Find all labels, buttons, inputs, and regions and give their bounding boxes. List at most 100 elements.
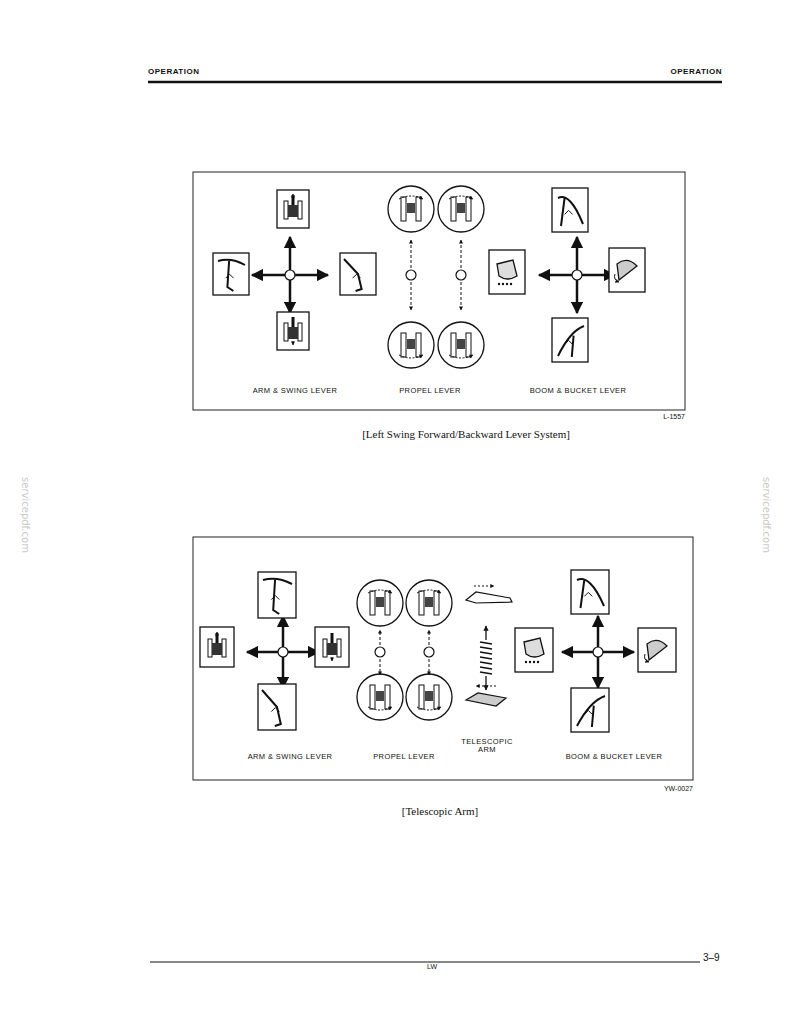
icon-box	[200, 627, 234, 667]
motion-arrow	[293, 194, 294, 198]
lever-arrow	[485, 626, 486, 640]
track	[416, 197, 421, 221]
motion-arrow	[217, 632, 218, 636]
watermark: servicepdf.com	[20, 477, 31, 553]
machine-body	[288, 327, 298, 339]
track	[323, 639, 327, 657]
lever-knob	[285, 270, 295, 280]
lever-arrow	[290, 274, 328, 277]
lever-arrow	[461, 240, 462, 268]
spill-dot	[506, 283, 508, 285]
motion-arrow	[565, 340, 573, 344]
track	[419, 591, 424, 615]
icon-box	[571, 570, 609, 614]
track	[222, 639, 226, 657]
lever-label: PROPEL LEVER	[399, 387, 461, 395]
lever-arrow	[289, 237, 292, 275]
machine-body	[376, 691, 384, 701]
machine-body	[288, 205, 298, 217]
icon-box	[571, 688, 609, 732]
lever-arrow	[539, 274, 577, 277]
lever-arrow	[252, 274, 290, 277]
icon-box	[277, 190, 309, 228]
spring-coil	[480, 672, 492, 674]
track	[434, 591, 439, 615]
lever-arrow	[461, 282, 462, 310]
figure-caption: [Telescopic Arm]	[402, 805, 479, 817]
track	[298, 323, 302, 341]
lever-arrow	[576, 237, 579, 275]
icon-box	[340, 253, 376, 295]
track	[401, 333, 406, 357]
machine-arm	[292, 317, 295, 327]
spill-dot	[537, 661, 539, 663]
arm-sketch	[558, 197, 583, 226]
propel-circle	[438, 322, 484, 368]
motion-arrow	[399, 355, 423, 358]
figure-code: YW-0027	[664, 785, 693, 793]
telescopic-arm-sketch	[466, 693, 506, 706]
machine-body	[376, 597, 384, 607]
motion-arrow	[271, 596, 279, 600]
lever-arrow	[380, 659, 381, 675]
lever-label: BOOM & BUCKET LEVER	[530, 387, 627, 395]
bucket	[617, 260, 637, 280]
track	[419, 685, 424, 709]
motion-arrow	[368, 707, 392, 710]
motion-arrow	[615, 274, 620, 282]
lever-arrow	[411, 240, 412, 268]
motion-arrow	[226, 274, 234, 278]
bucket	[524, 638, 544, 657]
lever-knob	[375, 647, 385, 657]
spring-coil	[480, 642, 492, 644]
track	[298, 201, 302, 219]
panel-frame	[193, 537, 693, 780]
header-text: OPERATION	[148, 68, 199, 77]
motion-arrow	[332, 657, 333, 661]
bucket	[647, 640, 667, 660]
lever-label: BOOM & BUCKET LEVER	[566, 753, 663, 761]
icon-box	[552, 318, 588, 362]
arm-sketch	[577, 579, 604, 608]
header-text: OPERATION	[671, 68, 722, 77]
icon-box	[258, 572, 296, 618]
track	[416, 333, 421, 357]
arm-sketch	[218, 260, 245, 291]
icon-box	[489, 250, 525, 294]
icon-box	[609, 248, 645, 292]
lever-arrow	[411, 282, 412, 310]
lever-label: TELESCOPIC ARM	[457, 738, 517, 755]
track	[385, 591, 390, 615]
lever-arrow	[429, 630, 430, 645]
figure-caption: [Left Swing Forward/Backward Lever Syste…	[362, 428, 570, 440]
icon-box	[315, 627, 349, 667]
lever-arrow	[576, 275, 579, 313]
spill-dot	[533, 661, 535, 663]
lever-knob	[278, 647, 288, 657]
footer-rule	[150, 962, 700, 963]
track	[284, 201, 288, 219]
motion-arrow	[417, 590, 441, 593]
lever-label: PROPEL LEVER	[373, 753, 435, 761]
machine-arm	[292, 195, 295, 205]
track	[434, 685, 439, 709]
motion-arrow	[353, 274, 361, 278]
machine-arm	[216, 633, 219, 643]
spill-dot	[529, 661, 531, 663]
lever-knob	[424, 647, 434, 657]
machine-arm	[331, 633, 334, 643]
machine-body	[425, 691, 433, 701]
icon-box	[515, 628, 553, 672]
telescopic-arm-sketch	[466, 592, 512, 603]
spill-dot	[498, 283, 500, 285]
machine-body	[457, 203, 465, 213]
lever-knob	[406, 270, 416, 280]
track	[284, 323, 288, 341]
arm-sketch	[558, 326, 584, 357]
motion-arrow	[449, 196, 473, 199]
icon-box	[552, 188, 588, 232]
track	[208, 639, 212, 657]
arm-sketch	[263, 579, 292, 614]
track	[370, 591, 375, 615]
